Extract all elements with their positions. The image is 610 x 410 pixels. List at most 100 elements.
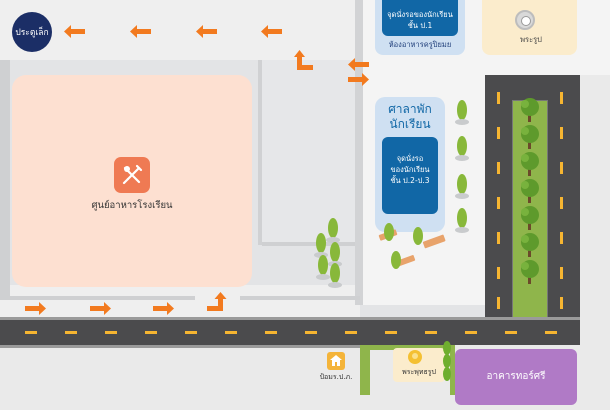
lane-dash (560, 92, 563, 104)
lane-dash (225, 331, 237, 334)
main-road (0, 320, 580, 345)
lane-dash (185, 331, 197, 334)
building-box[interactable] (455, 349, 577, 405)
tree-icon (455, 208, 469, 233)
lane-dash (25, 331, 37, 334)
tree-icon (521, 152, 539, 176)
arrow-icon (64, 25, 85, 38)
right-lower-strip (260, 60, 360, 245)
lane-dash (497, 267, 500, 279)
lane-dash (497, 127, 500, 139)
tree-icon (443, 354, 451, 368)
tree-icon (455, 174, 469, 199)
house-icon[interactable] (327, 352, 345, 370)
tree-icon (316, 255, 330, 280)
main-road-bottom-edge (0, 345, 360, 348)
tree-icon (521, 260, 539, 284)
buddha-statue-label: พระรูป (520, 35, 542, 44)
lane-dash (265, 331, 277, 334)
lane-dash (560, 127, 563, 139)
arrow-icon (261, 25, 282, 38)
waiting-p1-line1: จุดนั่งรอของนักเรียน (387, 10, 453, 19)
lane-dash (465, 331, 477, 334)
lane-dash (560, 232, 563, 244)
fork-knife-icon (114, 157, 150, 193)
grey-border-left (0, 60, 10, 300)
lane-dash (505, 331, 517, 334)
lane-dash (560, 162, 563, 174)
pavilion-title-2: นักเรียน (389, 117, 431, 131)
lane-dash (145, 331, 157, 334)
tree-icon (328, 263, 342, 288)
arrow-icon (196, 25, 217, 38)
lane-dash (497, 197, 500, 209)
lane-dash (105, 331, 117, 334)
lane-dash (425, 331, 437, 334)
gate-marker[interactable]: ประตูเล็ก (12, 12, 52, 52)
guard-post-label: ป้อมร.ป.ภ. (319, 373, 353, 381)
tree-icon (521, 206, 539, 230)
arrow-icon (207, 292, 227, 311)
waiting-p1-line2: ชั้น ป.1 (407, 21, 433, 30)
grey-border-mid (258, 60, 262, 245)
main-road-border (0, 317, 580, 320)
tree-icon (521, 98, 539, 122)
grey-divider-top (262, 242, 360, 246)
tree-icon (521, 125, 539, 149)
bench-icon (422, 234, 446, 249)
lane-dash (497, 297, 500, 309)
upper-road-strip (0, 0, 360, 60)
lane-dash (385, 331, 397, 334)
teacher-canteen-label: ห้องอาหารครูปิยมย (388, 40, 452, 49)
tree-icon (384, 223, 394, 241)
waiting-box-p23[interactable] (382, 137, 438, 214)
arrow-icon (348, 73, 369, 86)
waiting-p23-line3: ชั้น ป.2-ป.3 (390, 176, 430, 185)
tree-icon (326, 218, 340, 243)
waiting-box-p1 (382, 0, 458, 36)
lane-dash (497, 232, 500, 244)
lane-dash (560, 197, 563, 209)
lower-divider (10, 296, 195, 300)
lane-dash (65, 331, 77, 334)
lane-dash (497, 92, 500, 104)
canteen-label: ศูนย์อาหารโรงเรียน (91, 200, 173, 211)
bottom-trees (443, 341, 451, 381)
lane-dash (305, 331, 317, 334)
arrow-icon (90, 302, 111, 315)
lower-divider-2 (240, 296, 360, 300)
lane-dash (560, 267, 563, 279)
building-label: อาคารทอร์ศรี (486, 371, 546, 382)
tree-icon (413, 227, 423, 245)
tree-icon (443, 341, 451, 355)
tree-icon (455, 100, 469, 125)
grey-band (355, 0, 363, 305)
lane-dash (560, 297, 563, 309)
statue-icon (515, 10, 535, 30)
tree-icon (443, 367, 451, 381)
right-road-gap (580, 75, 610, 410)
pathway-lower (0, 285, 360, 320)
waiting-p23-line1: จุดนั่งรอ (396, 154, 424, 163)
tree-icon (521, 179, 539, 203)
arrow-icon (130, 25, 151, 38)
tree-icon (521, 233, 539, 257)
tree-icon (391, 251, 401, 269)
median-trees (521, 98, 539, 284)
waiting-p23-line2: ของนักเรียน (390, 165, 430, 174)
buddha-image-label: พระพุทธรูป (402, 368, 436, 376)
lane-dash (545, 331, 557, 334)
tree-icon (455, 136, 469, 161)
lane-dash (497, 162, 500, 174)
arrow-icon (348, 58, 369, 71)
buddha-icon (408, 350, 422, 364)
benches-area (378, 223, 446, 269)
tree-cluster (314, 218, 342, 288)
pavilion-title-1: ศาลาพัก (388, 102, 432, 116)
arrow-icon (294, 50, 313, 70)
pavilion-side-trees (455, 100, 469, 233)
arrow-icon (25, 302, 46, 315)
lane-dash (345, 331, 357, 334)
